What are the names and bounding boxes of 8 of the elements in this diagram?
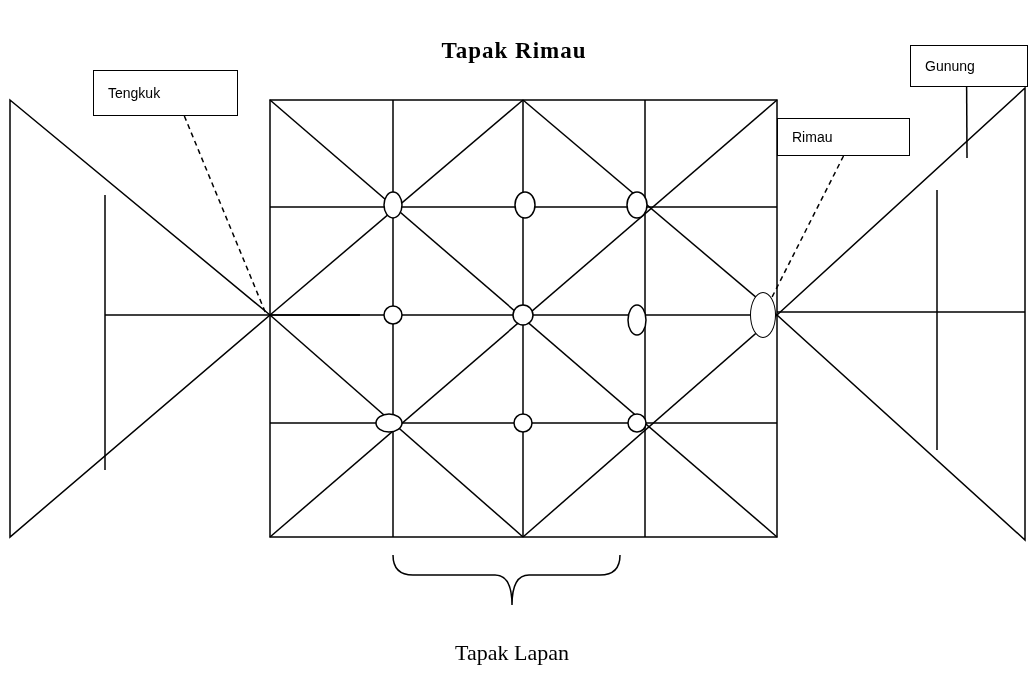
label-box: Gunung — [910, 45, 1028, 87]
label-box: Rimau — [777, 118, 910, 156]
board-point — [750, 292, 776, 338]
label-box: Tengkuk — [93, 70, 238, 116]
leader-line — [183, 115, 267, 315]
leader-line — [965, 86, 968, 159]
caption-label: Tapak Lapan — [454, 640, 570, 666]
title: Tapak Rimau — [440, 38, 588, 64]
